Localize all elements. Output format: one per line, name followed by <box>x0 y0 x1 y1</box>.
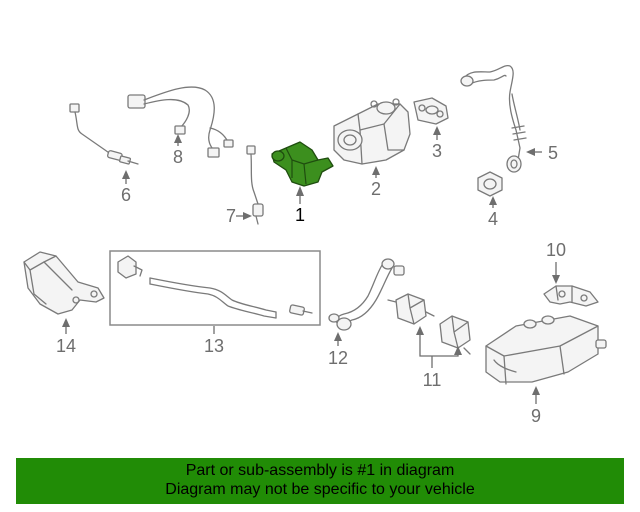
callout-arrows <box>62 126 560 404</box>
part-4-gasket[interactable] <box>477 171 503 197</box>
part-5-pipe[interactable] <box>460 64 527 173</box>
part-10-bracket[interactable] <box>543 285 599 307</box>
part-2-valve-body[interactable] <box>333 98 411 165</box>
callout-7: 7 <box>226 206 236 226</box>
callout-10: 10 <box>546 240 566 260</box>
callout-13: 13 <box>204 336 224 356</box>
part-8-wiring-harness[interactable] <box>127 86 234 158</box>
part-12-hose[interactable] <box>328 258 405 331</box>
callout-2: 2 <box>371 179 381 199</box>
part-6-oxygen-sensor[interactable] <box>69 103 139 165</box>
part-9-charcoal-canister[interactable] <box>485 315 607 385</box>
callout-4: 4 <box>488 209 498 229</box>
callout-5: 5 <box>548 143 558 163</box>
banner-line-2: Diagram may not be specific to your vehi… <box>165 481 475 498</box>
part-1-valve-highlighted[interactable] <box>271 141 334 187</box>
callout-11: 11 <box>423 370 442 390</box>
callout-12: 12 <box>328 348 348 368</box>
callout-6: 6 <box>121 185 131 205</box>
part-3-gasket[interactable] <box>413 97 449 125</box>
callout-3: 3 <box>432 141 442 161</box>
part-7-sensor[interactable] <box>246 145 264 225</box>
callout-9: 9 <box>531 406 541 426</box>
callout-8: 8 <box>173 147 183 167</box>
part-11-valve-set[interactable] <box>387 293 471 355</box>
callout-14: 14 <box>56 336 76 356</box>
part-13-hose-kit[interactable] <box>109 250 321 326</box>
callout-1: 1 <box>295 205 305 225</box>
part-14-canister[interactable] <box>23 251 105 315</box>
diagram-notice-banner: Part or sub-assembly is #1 in diagram Di… <box>16 458 624 504</box>
banner-line-1: Part or sub-assembly is #1 in diagram <box>185 462 455 479</box>
